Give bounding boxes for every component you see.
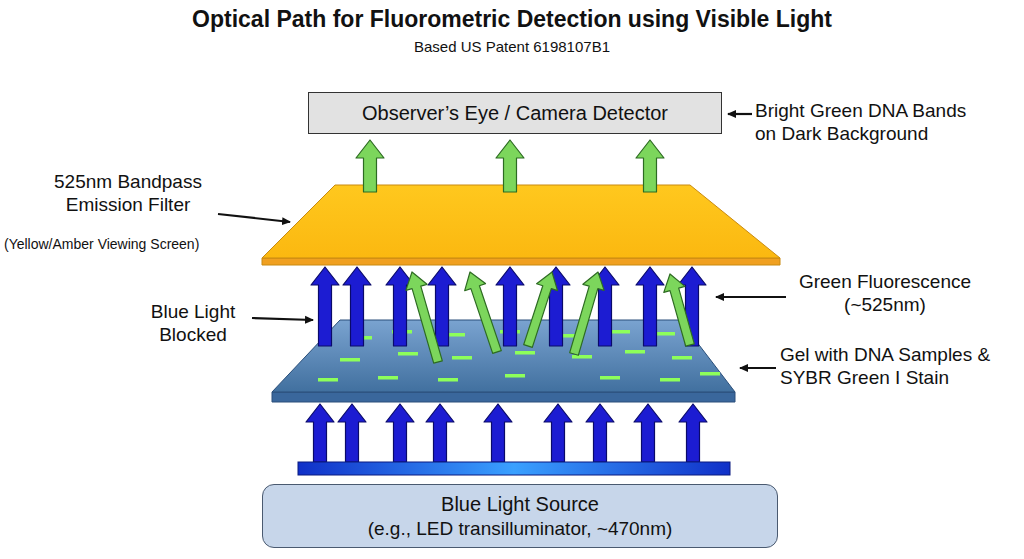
- pointer-arrows: [218, 114, 786, 368]
- node-text: Observer’s Eye / Camera Detector: [362, 101, 668, 126]
- pointer-arrow: [252, 318, 313, 320]
- pointer-arrow: [740, 367, 776, 369]
- dna-band: [600, 376, 620, 380]
- filter-edge: [262, 258, 780, 265]
- light-source-box: Blue Light Source(e.g., LED transillumin…: [262, 484, 778, 548]
- light-arrow: [496, 140, 524, 192]
- callout-label: Gel with DNA Samples & SYBR Green I Stai…: [780, 344, 1002, 390]
- transmitted-arrows: [311, 267, 706, 363]
- callout-label: Green Fluorescence (~525nm): [790, 271, 980, 317]
- dna-band: [398, 352, 418, 356]
- dna-band: [572, 355, 592, 359]
- light-arrow: [306, 404, 334, 462]
- subtitle: Based US Patent 6198107B1: [0, 38, 1024, 56]
- dna-band: [452, 356, 472, 360]
- light-arrow: [636, 140, 664, 192]
- dna-band: [340, 358, 360, 362]
- light-arrow: [465, 272, 502, 353]
- detector-box: Observer’s Eye / Camera Detector: [308, 92, 722, 134]
- dna-band: [505, 374, 525, 378]
- light-arrow: [570, 272, 604, 355]
- light-arrow: [311, 267, 339, 346]
- light-arrow: [343, 267, 371, 346]
- emission-arrows: [356, 140, 664, 192]
- dna-band: [610, 330, 630, 334]
- excitation-arrows: [306, 404, 707, 462]
- gel-edge: [272, 392, 735, 402]
- dna-band: [655, 332, 675, 336]
- pointer-arrow: [728, 113, 752, 115]
- led-glow-bar: [298, 462, 730, 475]
- dna-band: [378, 376, 398, 380]
- light-arrow: [586, 404, 614, 462]
- light-arrow: [484, 404, 512, 462]
- light-arrow: [636, 267, 664, 346]
- node-text: Blue Light Source: [441, 492, 599, 517]
- callout-note: (Yellow/Amber Viewing Screen): [4, 236, 264, 253]
- dna-band: [672, 356, 692, 360]
- light-arrow: [544, 404, 572, 462]
- dna-band: [318, 378, 338, 382]
- diagram-title: Optical Path for Fluorometric Detection …: [0, 6, 1024, 34]
- dna-band: [438, 378, 458, 382]
- dna-band: [515, 351, 535, 355]
- callout-label: 525nm Bandpass Emission Filter: [28, 171, 228, 217]
- callout-label: Blue Light Blocked: [128, 301, 258, 347]
- emission-filter: [262, 185, 780, 258]
- pointer-arrow: [218, 214, 290, 222]
- dna-bands: [318, 330, 720, 382]
- dna-band: [660, 378, 680, 382]
- light-arrow: [524, 272, 558, 347]
- light-arrow: [406, 272, 442, 363]
- light-arrow: [386, 404, 414, 462]
- light-arrow: [338, 404, 366, 462]
- callout-label: Bright Green DNA Bands on Dark Backgroun…: [755, 100, 987, 146]
- pointer-arrow: [716, 296, 786, 298]
- dna-band: [625, 350, 645, 354]
- light-arrow: [634, 404, 662, 462]
- light-arrow: [664, 274, 695, 346]
- node-text: (e.g., LED transilluminator, ~470nm): [368, 517, 673, 541]
- light-arrow: [496, 267, 524, 346]
- light-arrow: [679, 404, 707, 462]
- light-arrow: [356, 140, 384, 192]
- dna-band: [700, 372, 720, 376]
- light-arrow: [426, 404, 454, 462]
